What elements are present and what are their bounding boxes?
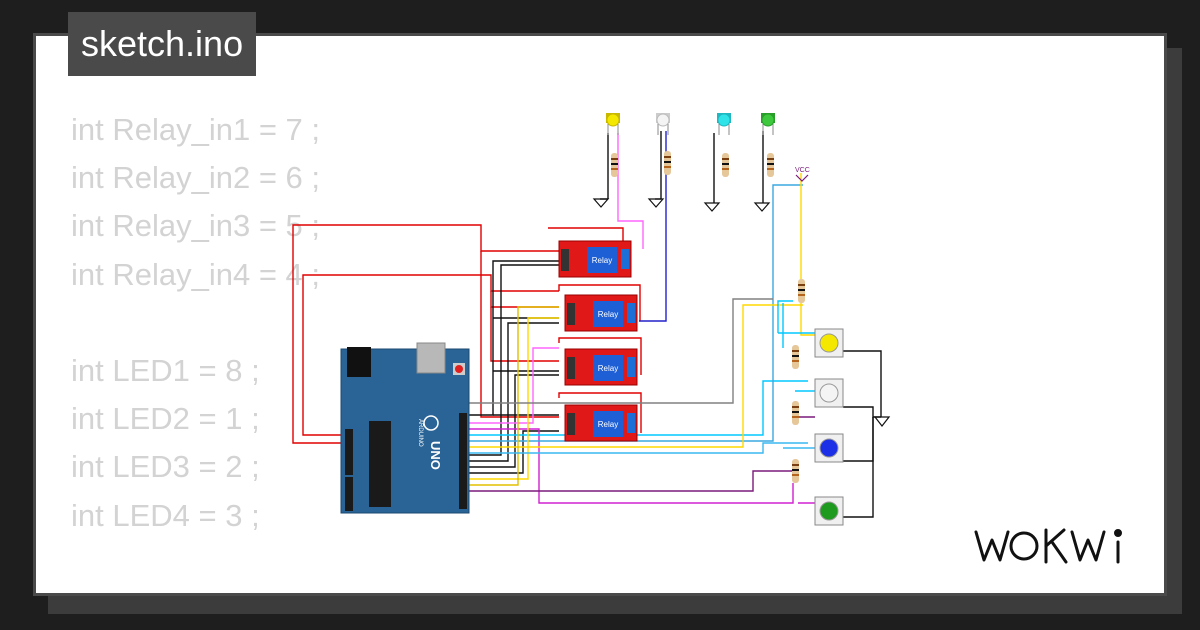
resistor-8 — [792, 459, 799, 483]
push-buttons — [814, 328, 844, 526]
relay-module-1: Relay — [558, 240, 632, 278]
code-line: int LED2 = 1 ; — [71, 401, 260, 437]
svg-text:Relay: Relay — [592, 256, 612, 265]
relay-modules: Relay Relay Relay Relay — [558, 240, 638, 442]
resistor-6 — [792, 345, 799, 369]
analog-header — [345, 477, 353, 511]
svg-text:Relay: Relay — [598, 364, 618, 373]
svg-text:ARDUINO: ARDUINO — [417, 419, 423, 447]
resistor-7 — [792, 401, 799, 425]
usb-port — [416, 342, 446, 374]
code-preview: int Relay_in1 = 7 ; int Relay_in2 = 6 ; … — [71, 106, 321, 593]
power-jack — [347, 347, 371, 377]
code-line: int Relay_in1 = 7 ; — [71, 112, 321, 147]
digital-header — [459, 413, 467, 509]
relay-module-4: Relay — [564, 404, 638, 442]
code-line: int Relay_in2 = 6 ; — [71, 160, 321, 196]
code-line: int LED1 = 8 ; — [71, 352, 260, 388]
led-cyan — [717, 113, 731, 135]
wokwi-logo — [974, 528, 1122, 564]
svg-text:Relay: Relay — [598, 310, 618, 319]
relay-module-2: Relay — [564, 294, 638, 332]
resistor-2 — [664, 151, 671, 175]
code-line: int Relay_in4 = 4 ; — [71, 256, 321, 292]
push-button-blue — [814, 433, 844, 463]
code-line: int LED4 = 3 ; — [71, 497, 260, 533]
circuit-diagram: VCC Relay — [292, 113, 891, 526]
led-yellow — [606, 113, 620, 135]
push-button-white — [814, 378, 844, 408]
file-name-tab: sketch.ino — [68, 12, 257, 76]
led-green — [761, 113, 775, 135]
led-white — [656, 113, 670, 135]
ground-symbols — [592, 198, 891, 427]
svg-text:Relay: Relay — [598, 420, 618, 429]
resistor-3 — [722, 153, 729, 177]
resistor-1 — [611, 153, 618, 177]
leds — [606, 113, 775, 135]
svg-text:VCC: VCC — [795, 167, 810, 174]
code-line: int LED3 = 2 ; — [71, 449, 260, 485]
power-header — [345, 429, 353, 475]
resistors — [611, 151, 805, 483]
resistor-5 — [798, 279, 805, 303]
push-button-yellow — [814, 328, 844, 358]
microcontroller-chip — [369, 421, 391, 507]
arduino-uno-board: UNO ARDUINO — [340, 342, 470, 514]
code-line: int Relay_in3 = 5 ; — [71, 208, 321, 244]
relay-module-3: Relay — [564, 348, 638, 386]
svg-text:UNO: UNO — [428, 441, 443, 470]
resistor-4 — [767, 153, 774, 177]
vcc-symbol: VCC — [795, 167, 810, 182]
preview-card: int Relay_in1 = 7 ; int Relay_in2 = 6 ; … — [33, 33, 1167, 596]
push-button-green — [814, 496, 844, 526]
